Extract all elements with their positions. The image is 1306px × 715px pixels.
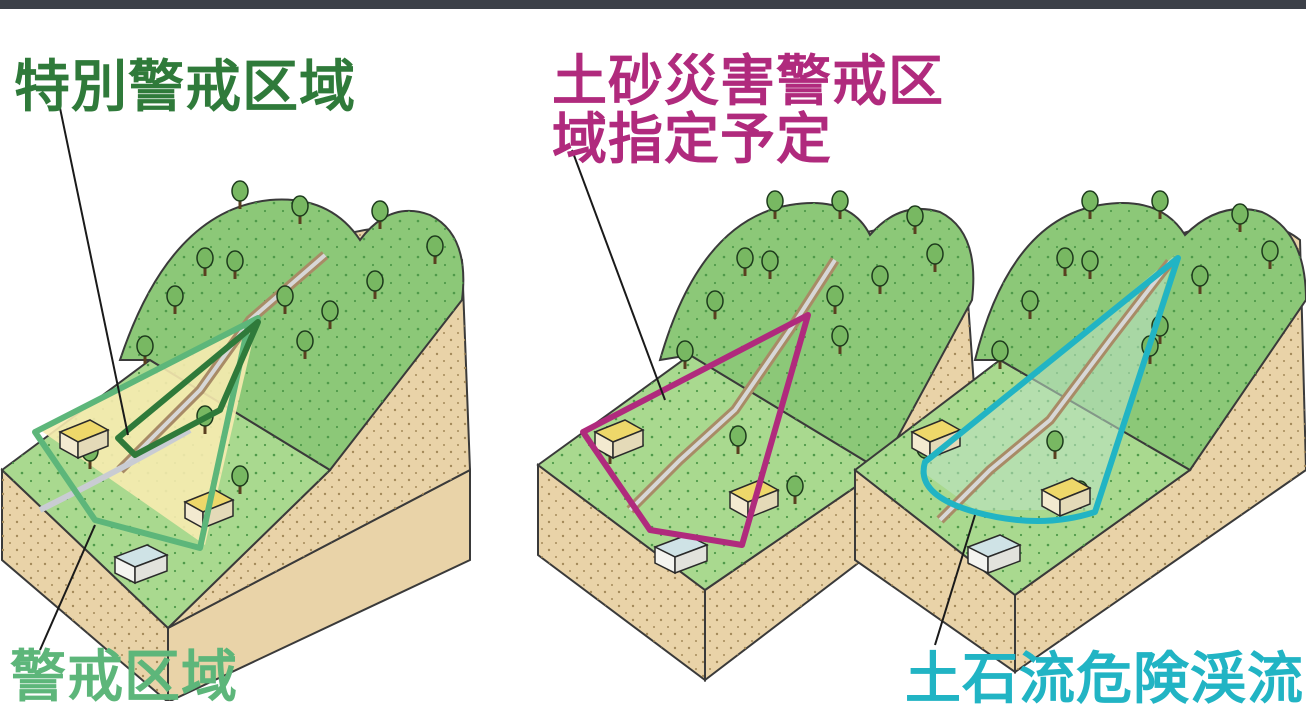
debris-flow-stream-label: 土石流危険渓流 bbox=[905, 647, 1304, 712]
planned-designation-label: 土砂災害警戒区 域指定予定 bbox=[552, 52, 944, 168]
warning-zone-label: 警戒区域 bbox=[10, 645, 238, 710]
top-border-bar bbox=[0, 0, 1306, 9]
leader-line bbox=[571, 149, 666, 401]
terrain-block-left bbox=[0, 180, 472, 701]
terrain-block-right bbox=[853, 190, 1306, 674]
special-warning-zone-label: 特別警戒区域 bbox=[14, 55, 356, 120]
leader-line bbox=[934, 514, 976, 646]
terrain-block-middle bbox=[536, 190, 982, 683]
leader-line bbox=[59, 107, 129, 436]
planned-designation-line1: 土砂災害警戒区 bbox=[552, 49, 945, 113]
leader-line bbox=[39, 524, 96, 651]
planned-designation-line2: 域指定予定 bbox=[552, 107, 833, 171]
